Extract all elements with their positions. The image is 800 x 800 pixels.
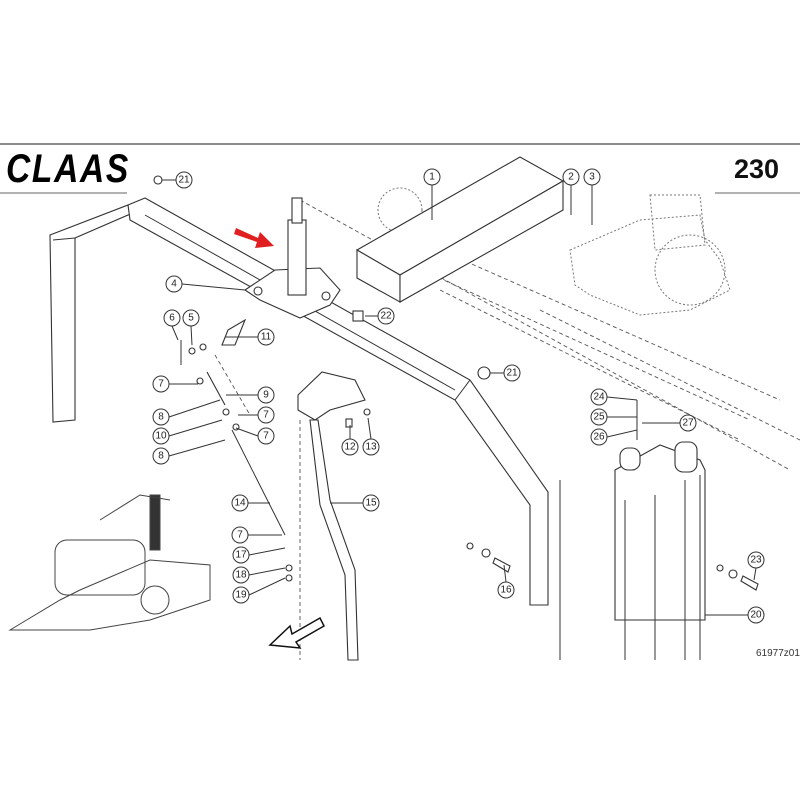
- motor-phantom: [377, 187, 731, 316]
- svg-text:17: 17: [235, 550, 247, 561]
- svg-text:8: 8: [158, 412, 164, 423]
- highlight-arrow-icon: [234, 228, 274, 248]
- tank: [559, 441, 706, 660]
- callout: 26: [590, 428, 608, 446]
- cover-box: [355, 156, 565, 303]
- callout: 12: [341, 438, 359, 456]
- brand-logo: CLAAS: [6, 147, 130, 191]
- svg-text:26: 26: [593, 432, 605, 443]
- svg-text:6: 6: [169, 313, 175, 324]
- baler-thumbnail: [8, 494, 211, 631]
- svg-text:18: 18: [235, 570, 247, 581]
- svg-text:23: 23: [750, 555, 762, 566]
- callout: 21: [503, 364, 521, 382]
- callout: 5: [182, 309, 200, 327]
- callout: 7: [257, 427, 275, 445]
- callout: 20: [747, 606, 765, 624]
- svg-text:20: 20: [750, 610, 762, 621]
- callout: 22: [377, 307, 395, 325]
- svg-text:10: 10: [155, 431, 167, 442]
- callout: 17: [232, 546, 250, 564]
- callout: 19: [232, 586, 250, 604]
- svg-text:3: 3: [589, 172, 595, 183]
- callout: 7: [231, 526, 249, 544]
- callout: 18: [232, 566, 250, 584]
- callout: 8: [152, 447, 170, 465]
- callout: 10: [152, 427, 170, 445]
- svg-text:24: 24: [593, 392, 605, 403]
- page-number: 230: [734, 154, 779, 184]
- callout: 9: [257, 386, 275, 404]
- callout: 7: [152, 375, 170, 393]
- svg-text:5: 5: [188, 313, 194, 324]
- callout: 13: [362, 438, 380, 456]
- svg-text:12: 12: [344, 442, 356, 453]
- control-lever: [297, 371, 371, 661]
- callout: 2: [562, 168, 580, 186]
- callout: 8: [152, 408, 170, 426]
- svg-text:7: 7: [237, 530, 243, 541]
- svg-text:16: 16: [500, 585, 512, 596]
- spring-rod-assembly: [180, 318, 293, 582]
- leader-lines: [162, 179, 757, 616]
- svg-text:7: 7: [263, 431, 269, 442]
- svg-text:21: 21: [178, 175, 190, 186]
- svg-text:22: 22: [380, 311, 392, 322]
- svg-text:25: 25: [593, 412, 605, 423]
- svg-text:19: 19: [235, 590, 247, 601]
- svg-text:8: 8: [158, 451, 164, 462]
- callout: 6: [163, 309, 181, 327]
- callout: 3: [583, 168, 601, 186]
- callout: 24: [590, 388, 608, 406]
- svg-text:1: 1: [429, 172, 435, 183]
- drawing-code: 61977z01: [756, 648, 800, 659]
- direction-arrow-icon: [268, 616, 325, 649]
- steering-plate: [244, 197, 341, 319]
- callout: 16: [497, 581, 515, 599]
- callout: 7: [257, 406, 275, 424]
- svg-text:13: 13: [365, 442, 377, 453]
- fasteners: [153, 175, 759, 591]
- svg-text:4: 4: [171, 279, 177, 290]
- callout: 1: [423, 168, 441, 186]
- svg-text:21: 21: [506, 368, 518, 379]
- svg-text:15: 15: [365, 498, 377, 509]
- callout: 15: [362, 494, 380, 512]
- callout: 27: [679, 414, 697, 432]
- svg-text:11: 11: [261, 332, 272, 343]
- callout: 11: [257, 328, 275, 346]
- svg-text:7: 7: [158, 379, 164, 390]
- svg-text:7: 7: [263, 410, 269, 421]
- callout: 21: [175, 171, 193, 189]
- callout: 25: [590, 408, 608, 426]
- callout: 4: [165, 275, 183, 293]
- callout: 23: [747, 551, 765, 569]
- svg-text:9: 9: [263, 390, 269, 401]
- svg-text:27: 27: [682, 418, 694, 429]
- callout: 14: [231, 494, 249, 512]
- svg-text:2: 2: [568, 172, 574, 183]
- svg-text:14: 14: [234, 498, 246, 509]
- left-post: [49, 204, 136, 423]
